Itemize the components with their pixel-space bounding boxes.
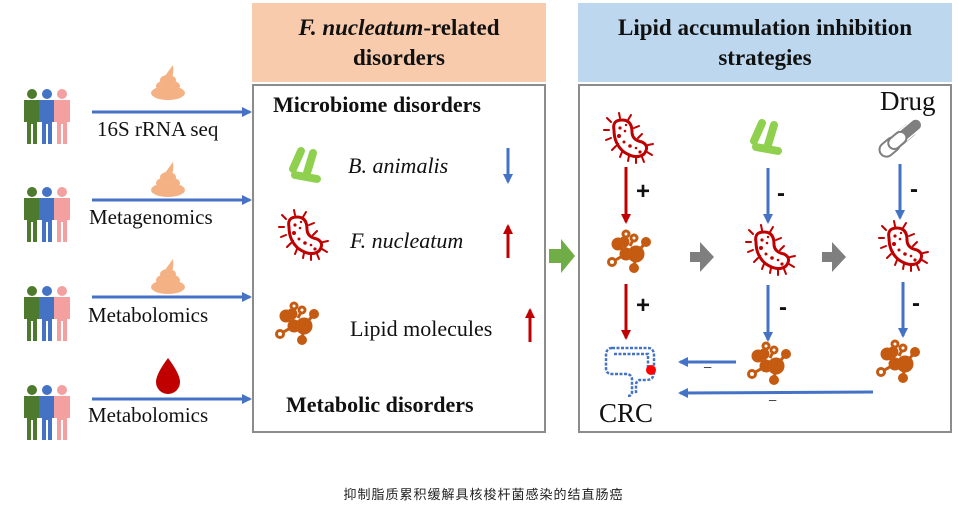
microbiome-disorders-title: Microbiome disorders <box>273 92 481 117</box>
gray-arrow-icon <box>822 242 846 272</box>
b-animalis-label: B. animalis <box>348 153 449 178</box>
transition-arrow-icon <box>549 239 575 273</box>
header-suffix: -related <box>423 14 500 40</box>
right-panel-box <box>578 84 952 433</box>
gray-arrow-icon <box>690 242 714 272</box>
method-label: 16S rRNA seq <box>97 117 219 141</box>
blood-drop-icon <box>156 358 180 394</box>
tumor-dot-icon <box>646 365 656 375</box>
header-line2: disorders <box>353 44 445 70</box>
sign-minus: - <box>777 180 785 207</box>
method-label: Metagenomics <box>89 205 213 229</box>
sign-minus: - <box>912 290 920 317</box>
stool-icon <box>151 65 185 100</box>
sign-plus: + <box>636 178 651 205</box>
row-4 <box>24 358 252 440</box>
people-icon <box>24 187 70 242</box>
figure-caption: 抑制脂质累积缓解具核梭杆菌感染的结直肠癌 <box>343 488 624 503</box>
row-3 <box>24 259 252 341</box>
method-label: Metabolomics <box>88 403 209 427</box>
middle-panel-header: F. nucleatum-related disorders <box>252 3 546 82</box>
crc-label: CRC <box>599 398 654 428</box>
metabolic-disorders-title: Metabolic disorders <box>286 392 474 417</box>
row-2 <box>24 162 252 242</box>
sign-minus: - <box>779 294 787 321</box>
sign-minus: − <box>703 360 713 377</box>
header-species: F. nucleatum <box>298 14 424 40</box>
colon-icon <box>604 346 656 398</box>
stool-icon <box>151 259 185 294</box>
sign-minus: - <box>910 176 918 203</box>
f-nucleatum-label: F. nucleatum <box>350 228 464 253</box>
drug-label: Drug <box>880 86 936 116</box>
stool-icon <box>151 162 185 197</box>
people-icon <box>24 385 70 440</box>
method-label: Metabolomics <box>88 303 209 327</box>
header-line2: strategies <box>718 44 812 70</box>
middle-panel-box <box>252 84 546 433</box>
lipid-molecules-label: Lipid molecules <box>350 316 493 341</box>
people-icon <box>24 286 70 341</box>
people-icon <box>24 89 70 144</box>
sign-plus: + <box>636 292 651 319</box>
drug-capsule-icon <box>878 118 923 158</box>
right-panel-header: Lipid accumulation inhibition strategies <box>578 3 952 82</box>
header-line1: Lipid accumulation inhibition <box>618 14 912 40</box>
arrow-left <box>678 387 874 398</box>
row-1 <box>24 65 252 144</box>
sign-minus: − <box>768 393 778 410</box>
